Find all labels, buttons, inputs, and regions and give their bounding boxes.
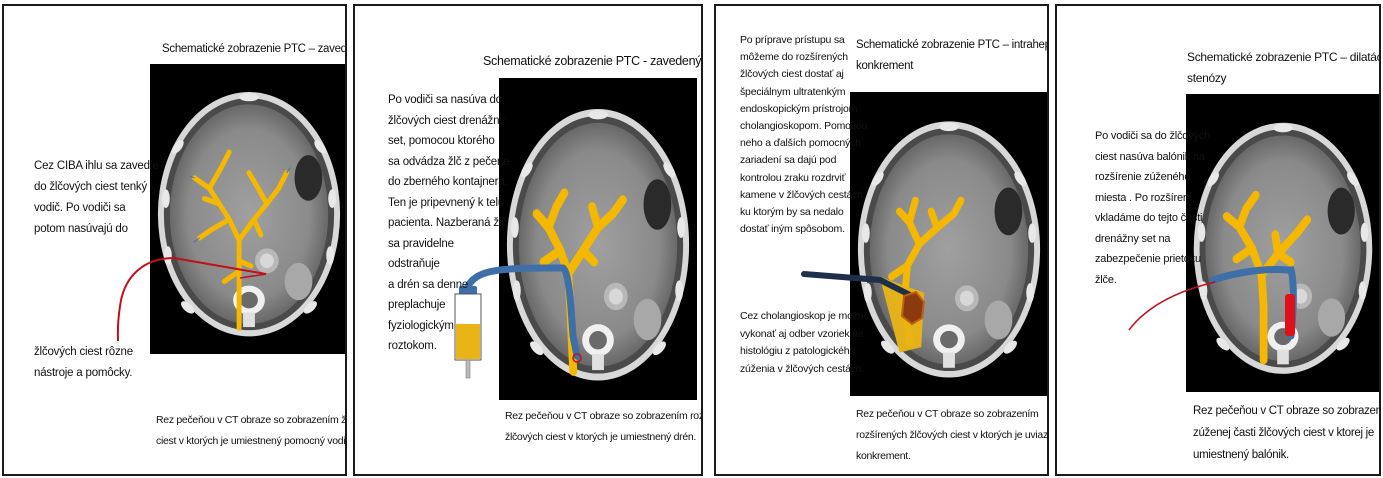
description-text-continued: žlčových ciest rôzne nástroje a pomôcky. — [34, 342, 133, 384]
panel-title: Schematické zobrazenie PTC – dilatácia s… — [1187, 50, 1377, 86]
description-text-continued: Cez cholangioskop je možné vykonať aj od… — [740, 308, 869, 378]
image-caption: Rez pečeňou v CT obraze so zobrazením ro… — [505, 406, 703, 448]
image-caption: Rez pečeňou v CT obraze so zobrazením žl… — [156, 410, 347, 452]
panel-stone: Schematické zobrazenie PTC – intrahepatá… — [714, 4, 1049, 476]
ct-scan-image — [850, 92, 1048, 396]
ct-scan-image — [150, 64, 347, 354]
ct-scan-image — [499, 78, 697, 400]
panel-guidewire: Schematické zobrazenie PTC – zavedený vo… — [2, 4, 347, 476]
description-text: Po príprave prístupu sa môžeme do rozšír… — [740, 32, 867, 238]
ct-scan-image — [1186, 94, 1380, 392]
image-caption: Rez pečeňou v CT obraze so zobrazením ro… — [856, 404, 1049, 467]
panel-title: Schematické zobrazenie PTC - zavedený dr… — [483, 54, 703, 69]
panel-title: Schematické zobrazenie PTC – zavedený vo… — [162, 42, 347, 57]
description-text: Cez CIBA ihlu sa zavedie do žlčových cie… — [34, 156, 158, 240]
description-text: Po vodiči sa do žlčových ciest nasúva ba… — [1095, 126, 1210, 290]
description-text: Po vodiči sa nasúva do žlčových ciest dr… — [388, 90, 509, 357]
panel-drain: Schematické zobrazenie PTC - zavedený dr… — [353, 4, 703, 476]
image-caption: Rez pečeňou v CT obraze so zobrazením zú… — [1193, 400, 1381, 466]
panel-title: Schematické zobrazenie PTC – intrahepatá… — [856, 38, 1046, 74]
panel-balloon: Schematické zobrazenie PTC – dilatácia s… — [1055, 4, 1381, 476]
